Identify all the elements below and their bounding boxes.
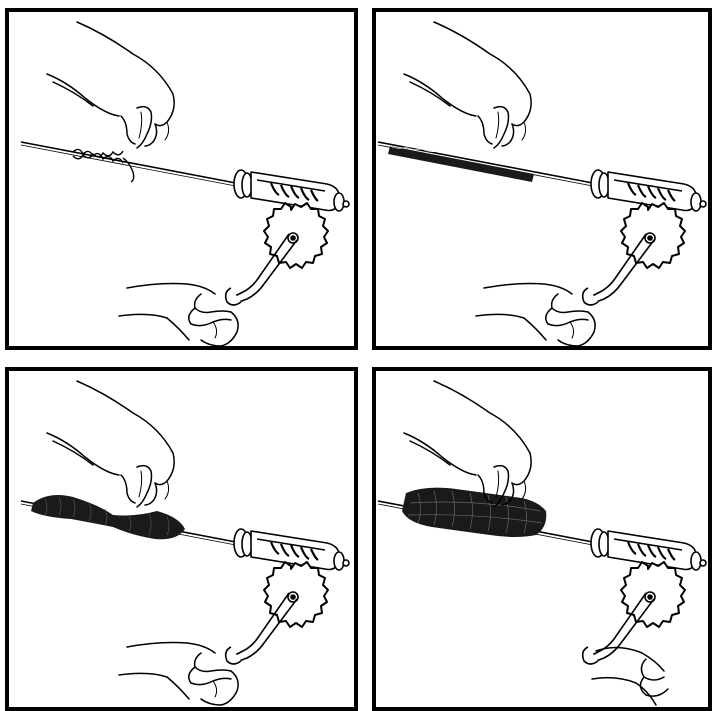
illustration-step-2	[376, 12, 708, 346]
panel-step-2	[372, 8, 712, 350]
illustration-step-4	[376, 371, 708, 707]
illustration-step-1	[9, 12, 354, 346]
illustration-step-3	[9, 371, 354, 707]
lower-hand-step-4	[592, 647, 668, 705]
yarn-thin-layer	[388, 146, 534, 182]
panel-step-3	[5, 367, 358, 711]
yarn-spindle	[31, 495, 185, 539]
panel-step-1	[5, 8, 358, 350]
panel-step-4	[372, 367, 712, 711]
